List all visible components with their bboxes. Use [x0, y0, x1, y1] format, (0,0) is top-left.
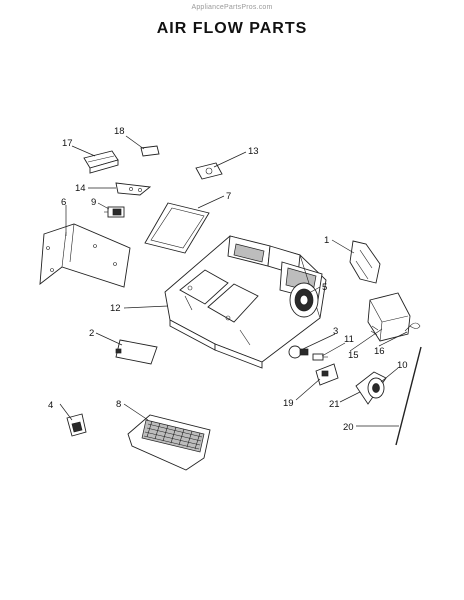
- part-13-label-plate[interactable]: [195, 162, 223, 180]
- part-2-filter-plate[interactable]: [115, 339, 158, 365]
- part-9-connector[interactable]: [104, 206, 125, 218]
- callout-12: 12: [110, 303, 121, 314]
- callout-4: 4: [48, 400, 53, 411]
- callout-14: 14: [75, 183, 86, 194]
- callout-19: 19: [283, 398, 294, 409]
- part-19-lamp-socket-bracket[interactable]: [315, 363, 339, 386]
- callout-2: 2: [89, 328, 94, 339]
- part-6-side-duct-panel[interactable]: [39, 223, 131, 288]
- callout-15: 15: [348, 350, 359, 361]
- part-14-damper-plate[interactable]: [115, 182, 152, 196]
- callout-7: 7: [226, 191, 231, 202]
- callout-5: 5: [322, 282, 327, 293]
- part-3-bulb[interactable]: [288, 345, 309, 359]
- callout-17: 17: [62, 138, 73, 149]
- part-7-frame-filter[interactable]: [144, 202, 210, 254]
- watermark: AppliancePartsPros.com: [191, 4, 273, 11]
- part-8-grease-filter[interactable]: [127, 414, 211, 471]
- callout-18: 18: [114, 126, 125, 137]
- part-15-motor-cover[interactable]: [367, 292, 411, 342]
- callout-10: 10: [397, 360, 408, 371]
- part-20-rod[interactable]: [395, 346, 422, 446]
- callout-labels: 17 18 13 14 7 9 6 1 5 12 2 3 11 15 16 10…: [48, 126, 408, 433]
- callout-3: 3: [333, 326, 338, 337]
- leader-lines: [59, 135, 408, 427]
- part-16-wire-clip[interactable]: [404, 322, 421, 332]
- part-1-duct-bracket[interactable]: [349, 240, 381, 284]
- callout-20: 20: [343, 422, 354, 433]
- part-18-small-pad[interactable]: [140, 145, 160, 157]
- part-5-blower-wheel[interactable]: [289, 282, 319, 318]
- callout-1: 1: [324, 235, 329, 246]
- page-title: AIR FLOW PARTS: [156, 20, 308, 37]
- callout-21: 21: [329, 399, 340, 410]
- callout-13: 13: [248, 146, 259, 157]
- part-10-fan-motor[interactable]: [367, 377, 385, 399]
- callout-6: 6: [61, 197, 66, 208]
- callout-9: 9: [91, 197, 96, 208]
- callout-11: 11: [344, 334, 354, 345]
- part-11-switch[interactable]: [312, 353, 328, 361]
- callout-8: 8: [116, 399, 121, 410]
- callout-16: 16: [374, 346, 385, 357]
- part-17-top-bracket[interactable]: [83, 150, 119, 174]
